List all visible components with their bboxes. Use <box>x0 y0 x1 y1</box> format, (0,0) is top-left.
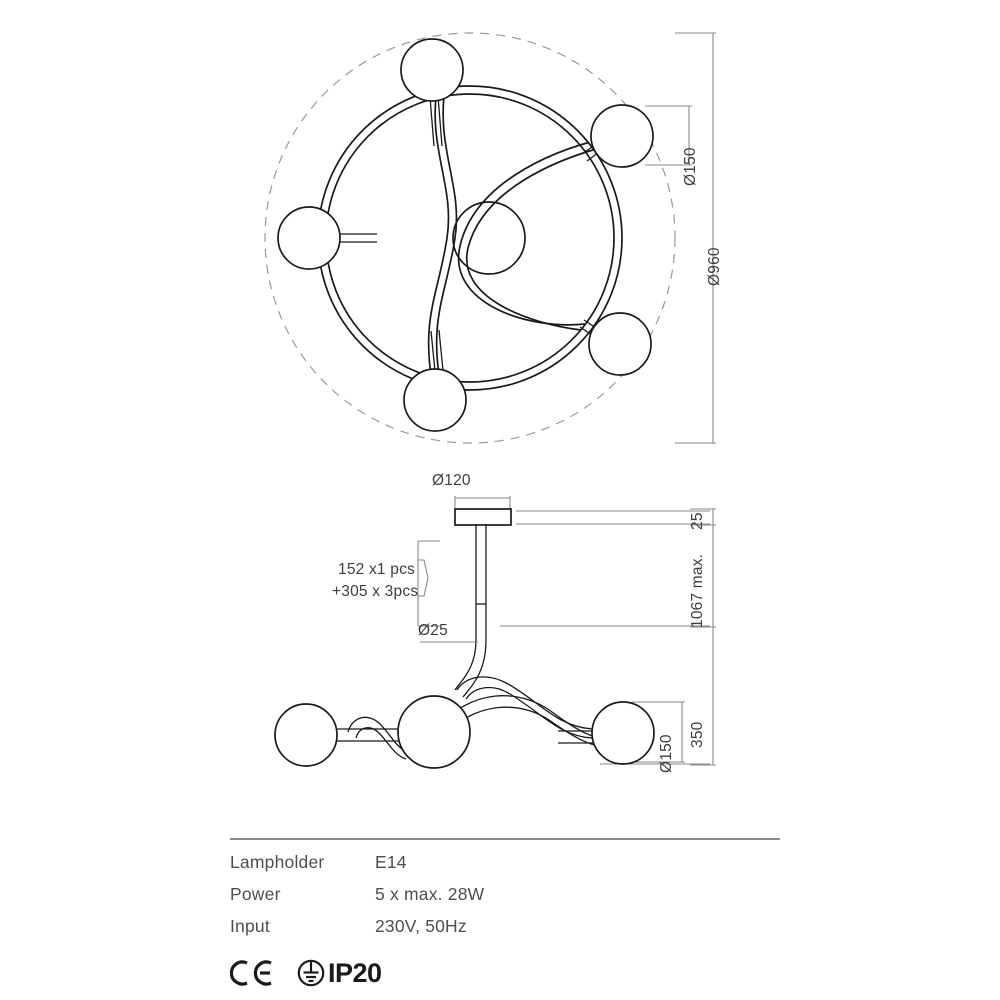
specification-block: Lampholder E14 Power 5 x max. 28W Input … <box>230 838 790 990</box>
ip-rating-label: IP20 <box>328 957 382 988</box>
canopy-height-label: 25 <box>689 512 706 530</box>
globe-side-center <box>397 695 471 769</box>
overall-diameter-dashed-circle <box>264 32 676 444</box>
side-lamp-body <box>332 676 629 760</box>
plan-dimension-frame <box>675 32 716 444</box>
rod-diameter-label: Ø25 <box>418 622 448 639</box>
canopy-diameter-label: Ø120 <box>432 472 471 489</box>
main-ring-inner <box>325 93 615 383</box>
side-globe-diameter-label: Ø150 <box>658 734 675 773</box>
body-height-label: 350 <box>689 721 706 748</box>
rod-note-line-1: 152 x1 pcs <box>338 561 415 578</box>
spec-value-lampholder: E14 <box>375 852 407 872</box>
spec-value-input: 230V, 50Hz <box>375 916 467 936</box>
globe-diameter-dimension-side <box>632 701 685 763</box>
suspension-rod <box>454 525 487 698</box>
spec-label-input: Input <box>230 916 270 936</box>
globe-side-right <box>591 701 655 765</box>
spec-value-power: 5 x max. 28W <box>375 884 485 904</box>
plan-overall-diameter-label: Ø960 <box>706 247 723 286</box>
drop-max-label: 1067 max. <box>689 553 706 628</box>
globe-side-left <box>274 703 338 767</box>
globe-bottom <box>403 368 467 432</box>
spec-label-lampholder: Lampholder <box>230 852 325 872</box>
table-row: Power 5 x max. 28W <box>230 884 790 916</box>
plan-arms <box>317 95 614 382</box>
globe-lower-right <box>588 312 652 376</box>
side-globes <box>274 695 655 769</box>
rod-note-line-2: +305 x 3pcs <box>332 583 419 600</box>
globe-left <box>277 206 341 270</box>
plan-globe-diameter-label: Ø150 <box>682 147 699 186</box>
rod-length-bracket <box>417 540 440 627</box>
plan-globes <box>277 38 654 432</box>
protective-earth-icon <box>297 959 325 987</box>
spec-label-power: Power <box>230 884 281 904</box>
globe-diameter-dimension <box>645 105 692 166</box>
main-ring-outer <box>317 85 623 391</box>
side-dimension-frame <box>500 508 716 766</box>
globe-top <box>400 38 464 102</box>
plan-inner-curves <box>427 87 612 387</box>
side-view-group <box>274 496 716 769</box>
ce-mark-icon <box>230 960 272 986</box>
spec-divider <box>230 838 780 840</box>
table-row: Lampholder E14 <box>230 852 790 884</box>
table-row: Input 230V, 50Hz <box>230 916 790 948</box>
ceiling-canopy-plate <box>454 508 512 526</box>
certification-row: IP20 <box>230 956 790 990</box>
globe-upper-right <box>590 104 654 168</box>
